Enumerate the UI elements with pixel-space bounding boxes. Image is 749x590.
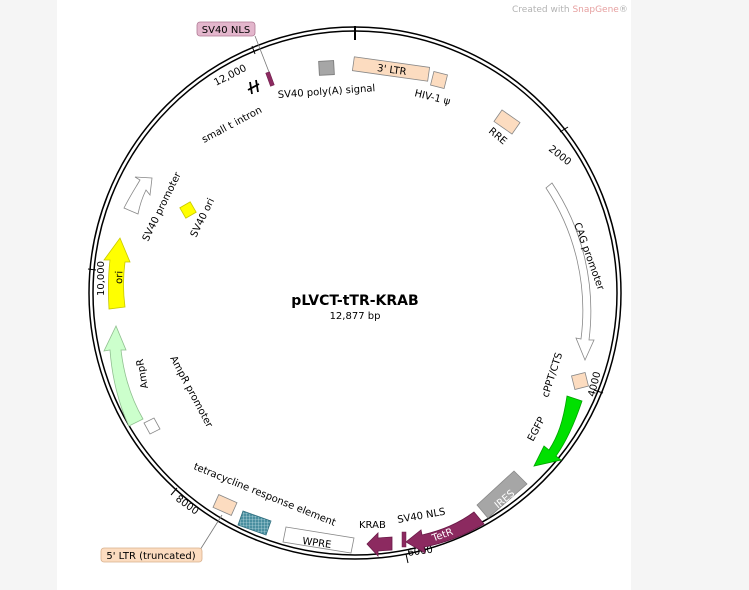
tick-label-8000: 8000: [173, 494, 200, 518]
label-sv40-polya: SV40 poly(A) signal: [277, 83, 375, 101]
tick-6000: [405, 553, 409, 564]
feature-ires[interactable]: [476, 470, 528, 519]
feature-hiv-psi[interactable]: [430, 71, 448, 89]
watermark-prefix: Created with: [512, 5, 573, 15]
feature-sv40-nls-top[interactable]: [265, 71, 275, 87]
label-ori: ori: [114, 271, 125, 284]
label-sv40-nls-lower: SV40 NLS: [397, 507, 447, 526]
feature-sv40-promoter[interactable]: [123, 176, 153, 215]
feature-ampr-promoter[interactable]: [143, 417, 161, 435]
tick-10000: [87, 268, 97, 271]
feature-sv40-nls-lower[interactable]: [401, 531, 407, 548]
feature-cppt[interactable]: [571, 372, 589, 390]
label-small-t-intron: small t intron: [200, 105, 264, 146]
label-3-ltr: 3' LTR: [376, 63, 407, 78]
tick-8000: [170, 487, 178, 496]
feature-ori[interactable]: [103, 237, 131, 310]
label-sv40-nls-top: SV40 NLS: [202, 25, 251, 36]
tick-label-10000: 10,000: [96, 261, 107, 296]
tick-12000: [251, 45, 256, 55]
label-ampr-promoter: AmpR promoter: [167, 354, 214, 430]
feature-egfp[interactable]: [533, 395, 583, 467]
tick-label-12000: 12,000: [212, 63, 248, 89]
watermark: Created with SnapGene®: [512, 5, 628, 15]
feature-krab[interactable]: [366, 532, 393, 558]
label-krab: KRAB: [359, 520, 386, 531]
plasmid-length: 12,877 bp: [330, 311, 381, 322]
label-cppt: cPPT/CTS: [540, 351, 565, 399]
feature-cag-promoter[interactable]: [545, 182, 595, 362]
feature-tetr[interactable]: [405, 511, 485, 554]
plasmid-name: pLVCT-tTR-KRAB: [291, 293, 418, 309]
label-sv40-ori: SV40 ori: [189, 197, 217, 240]
tick-label-2000: 2000: [546, 144, 573, 168]
feature-sv40-ori[interactable]: [179, 201, 197, 219]
feature-wpre[interactable]: [282, 526, 355, 554]
tick-2000: [559, 126, 569, 133]
feature-3-ltr[interactable]: [351, 56, 431, 82]
label-hiv-psi: HIV-1 ψ: [413, 88, 451, 108]
feature-5-ltr[interactable]: [212, 494, 238, 516]
feature-sv40-polya[interactable]: [318, 60, 335, 76]
watermark-mark: ®: [618, 5, 628, 15]
label-wpre: WPRE: [302, 536, 332, 551]
feature-ampr[interactable]: [103, 325, 144, 427]
feature-tre[interactable]: [237, 510, 272, 536]
label-box-sv40-nls-top: [196, 21, 256, 37]
tick-4000: [593, 389, 604, 394]
label-egfp: EGFP: [526, 415, 548, 443]
tick-label-6000: 6000: [407, 545, 434, 559]
tick-marks: [87, 45, 604, 564]
label-ampr: AmpR: [135, 358, 151, 389]
label-5-ltr: 5' LTR (truncated): [106, 551, 195, 562]
feature-rre[interactable]: [493, 109, 521, 135]
feature-small-t-intron[interactable]: [247, 79, 260, 95]
label-box-5-ltr: [100, 547, 203, 563]
leader-sv40-nls-top: [254, 35, 270, 73]
watermark-brand: SnapGene: [572, 5, 619, 15]
leader-5-ltr: [199, 514, 223, 551]
